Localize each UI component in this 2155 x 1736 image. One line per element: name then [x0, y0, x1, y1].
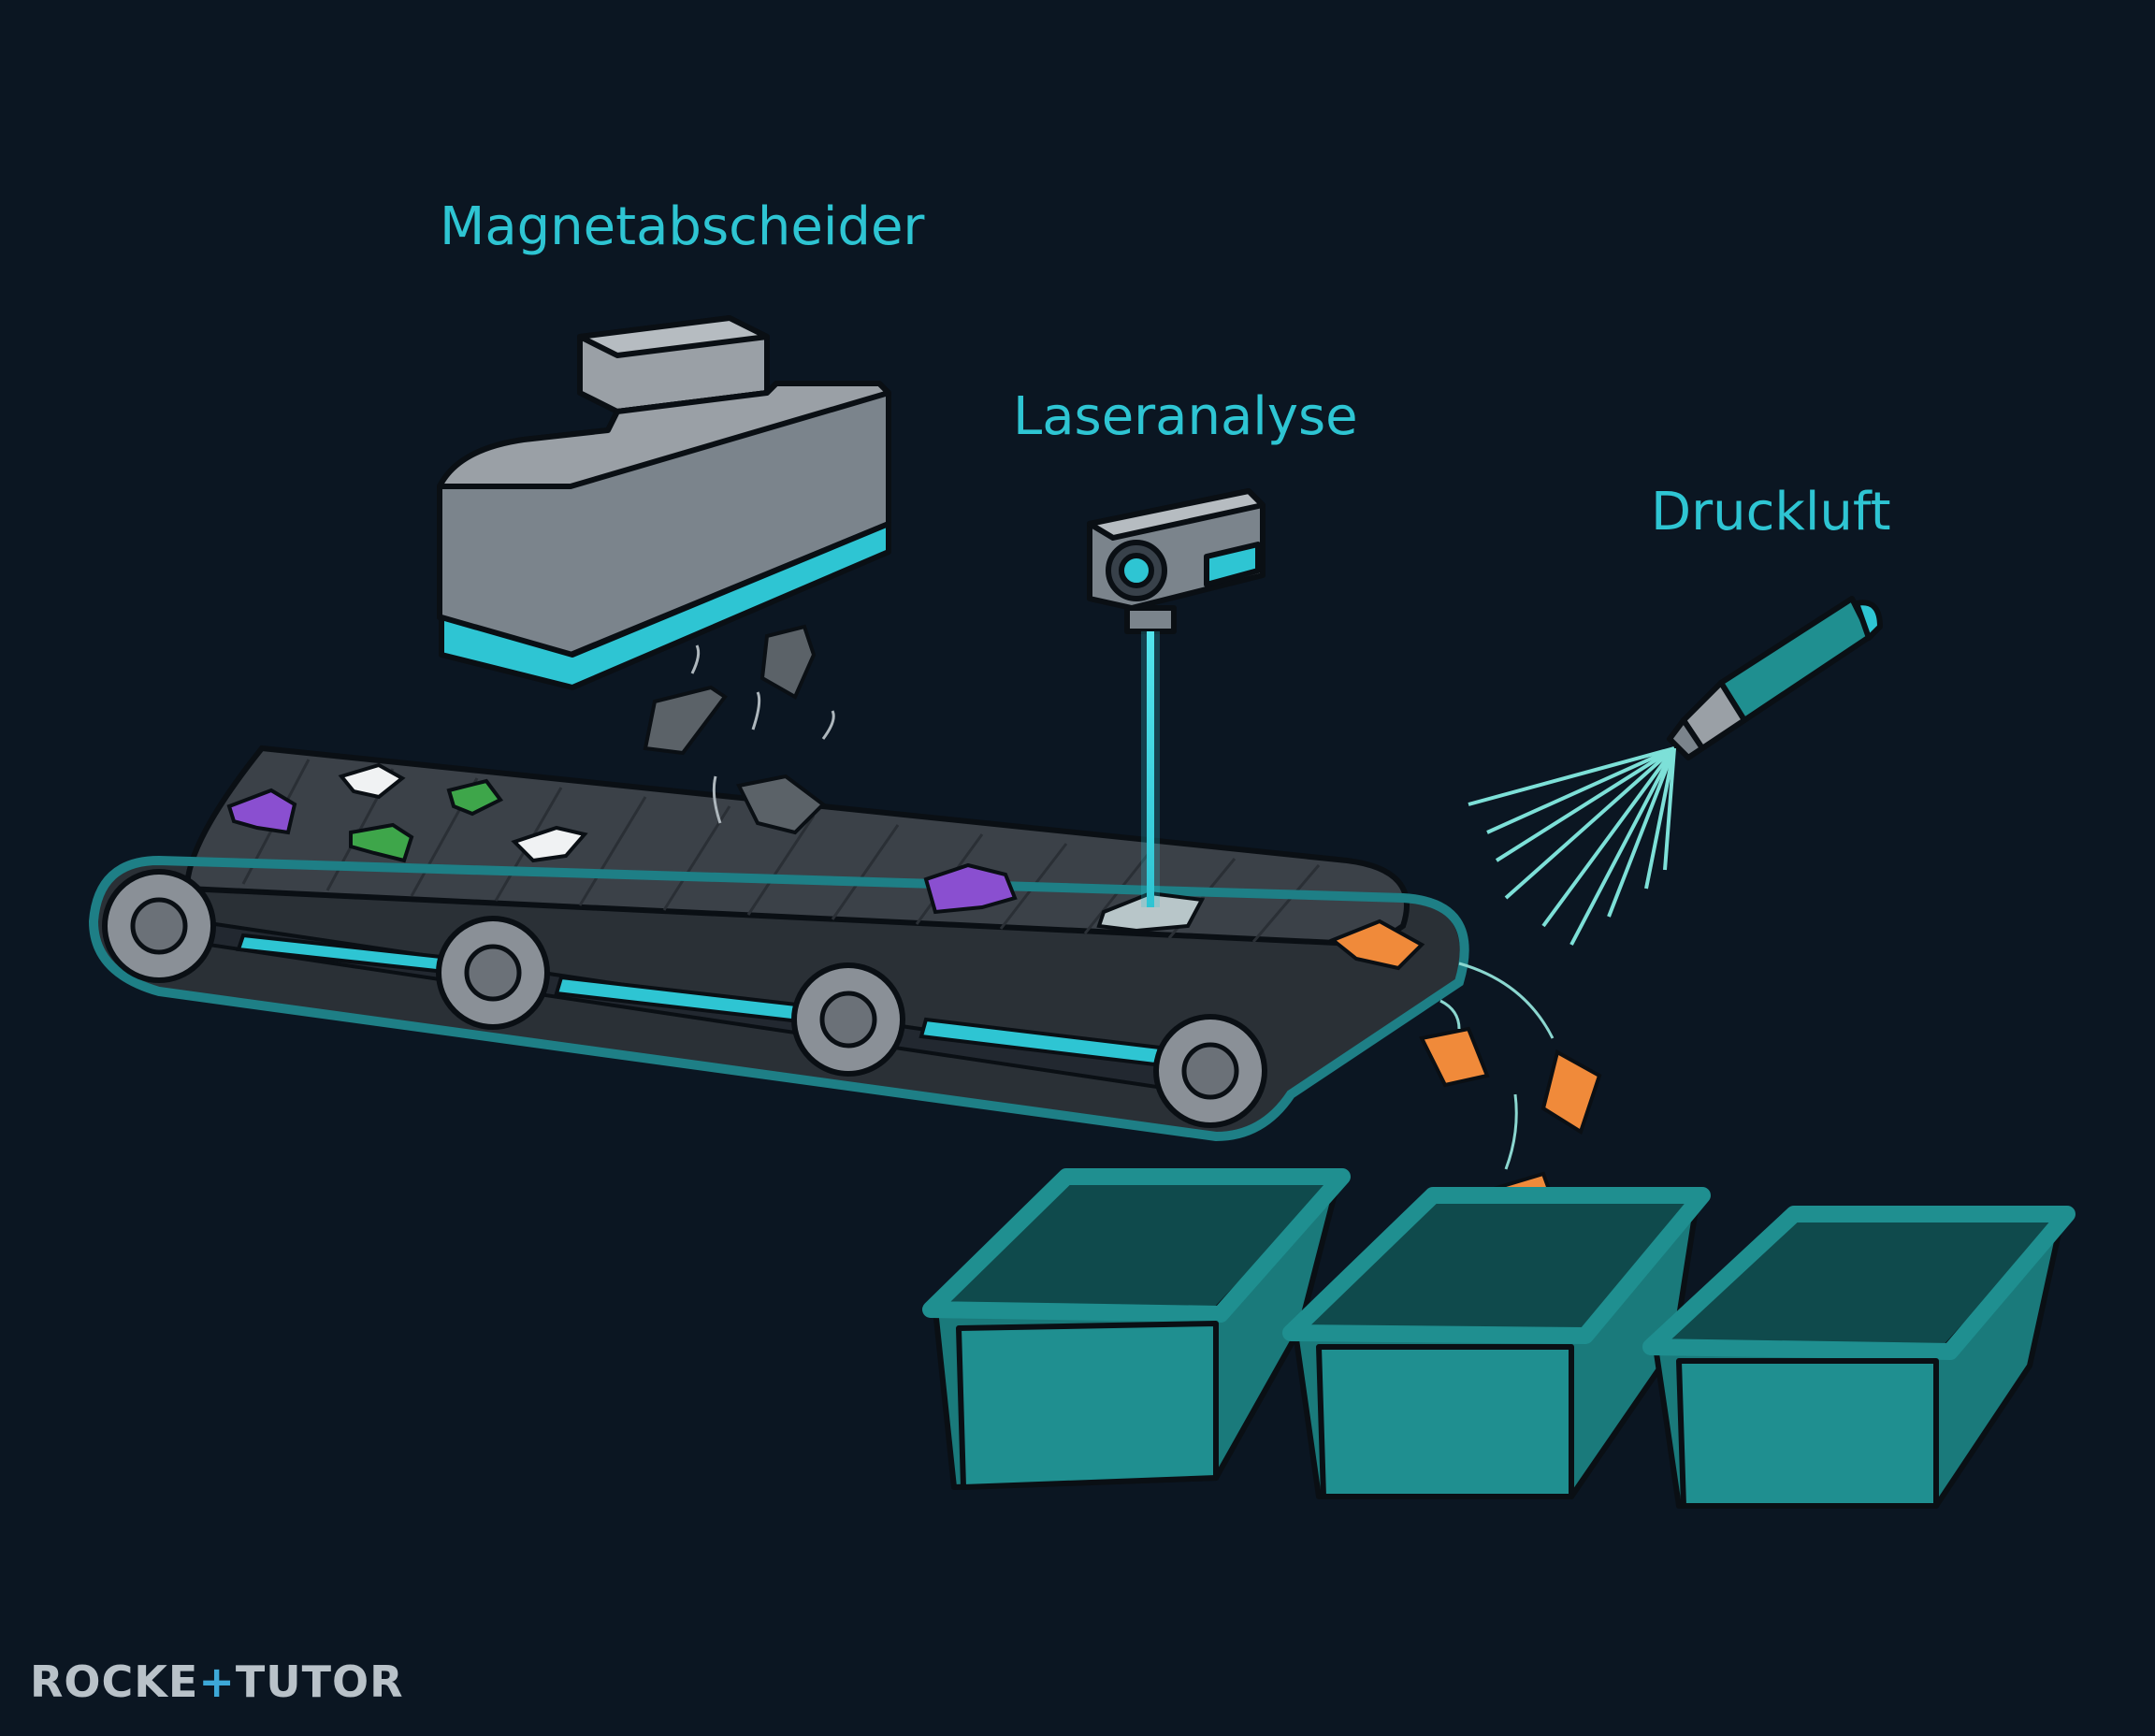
- metal-motion-lines: [690, 644, 835, 824]
- logo-part-1: ROCKE: [30, 1656, 199, 1707]
- bin-1: [922, 1168, 1351, 1490]
- orange-fragment-belt: [1329, 919, 1425, 971]
- roller-2: [436, 916, 550, 1030]
- belt-items: [226, 762, 1425, 971]
- air-nozzle: [1667, 596, 1883, 760]
- laser-beam: [1141, 631, 1160, 907]
- brand-logo: ROCKE+TUTOR: [30, 1660, 404, 1703]
- falling-metal-pieces: [643, 624, 827, 835]
- magnetic-separator: [437, 315, 891, 690]
- purple-fragment-2: [923, 862, 1018, 915]
- logo-part-2: TUTOR: [235, 1656, 404, 1707]
- orange-motion-lines: [1439, 962, 1555, 1170]
- air-label: Druckluft: [1651, 482, 1891, 542]
- magnet-label: Magnetabscheider: [440, 196, 925, 257]
- laser-scanner: [1087, 488, 1266, 634]
- green-fragment: [446, 778, 504, 817]
- white-fragment: [338, 762, 406, 800]
- logo-plus: +: [198, 1656, 236, 1707]
- roller-1: [102, 869, 216, 983]
- roller-4: [1153, 1014, 1267, 1128]
- bin-2: [1282, 1187, 1711, 1499]
- purple-fragment: [226, 788, 297, 835]
- white-fragment-2: [511, 825, 588, 863]
- laser-label: Laseranalyse: [1013, 386, 1358, 447]
- roller-3: [791, 962, 905, 1077]
- bin-3: [1642, 1206, 2075, 1509]
- green-fragment-2: [349, 822, 414, 863]
- air-spray: [1468, 746, 1676, 946]
